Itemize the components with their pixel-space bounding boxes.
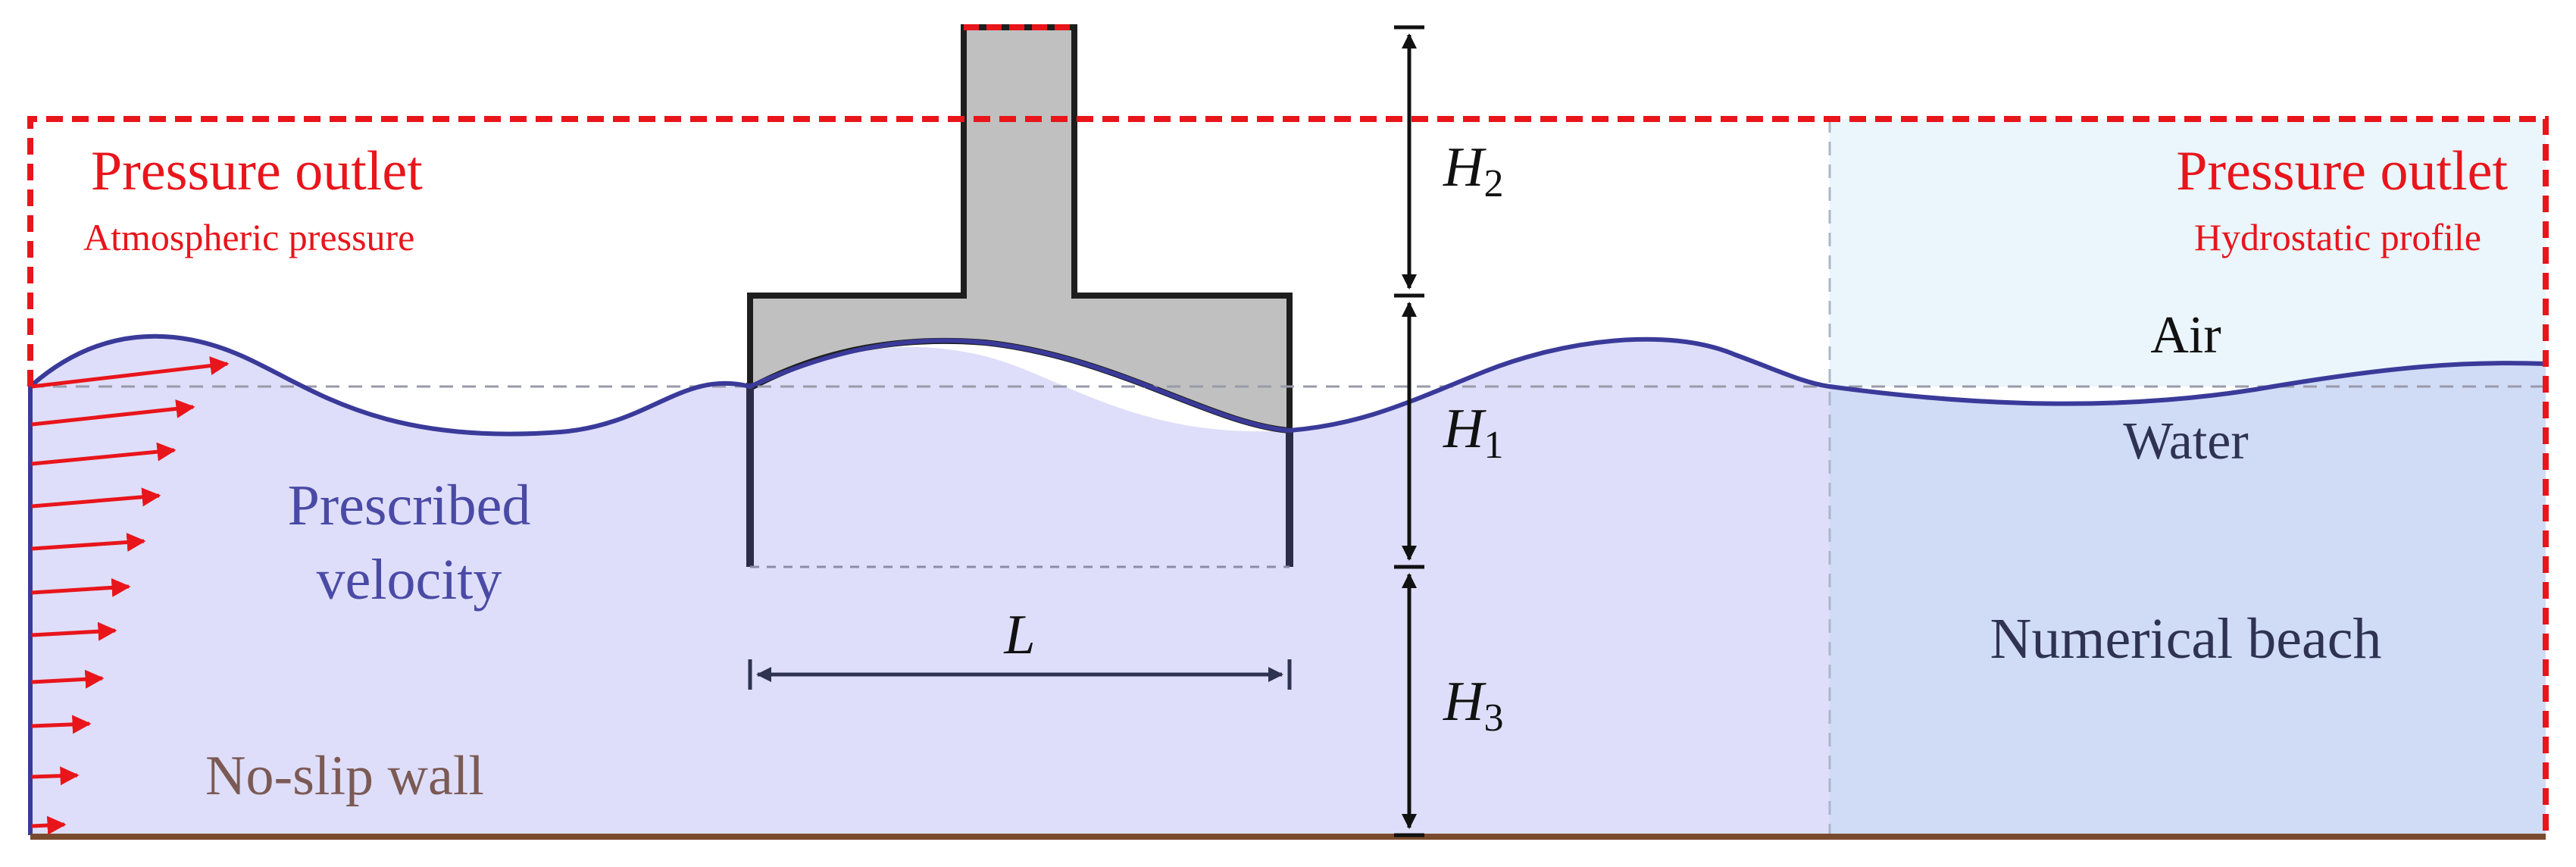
outlet-right-title: Pressure outlet (2176, 140, 2508, 202)
velocity-arrow (31, 356, 230, 389)
beach-label: Numerical beach (1990, 607, 2382, 671)
l-label: L (1003, 604, 1035, 666)
velocity-arrow (31, 577, 131, 597)
velocity-arrow (31, 766, 80, 786)
velocity-arrow (31, 621, 117, 641)
h3-label: H3 (1443, 671, 1503, 740)
velocity-arrow (31, 533, 146, 552)
dimension-lines (1394, 25, 1424, 837)
velocity-arrow (31, 487, 161, 509)
h1-subscript: 1 (1483, 424, 1503, 467)
h3-subscript: 3 (1483, 696, 1503, 740)
velocity-arrow (31, 715, 92, 734)
h1-base: H (1443, 398, 1487, 460)
air-label: Air (2150, 306, 2221, 365)
water-label: Water (2123, 412, 2248, 471)
inlet-label-line2: velocity (317, 548, 502, 612)
beach-water-region (1830, 363, 2546, 836)
free-surface-curve (29, 333, 2546, 437)
outlet-right-subtitle: Hydrostatic profile (2194, 216, 2481, 258)
velocity-arrow (31, 669, 105, 689)
water-region (30, 336, 1830, 835)
velocity-arrow (31, 442, 177, 466)
h1-label: H1 (1443, 398, 1503, 467)
outlet-left-title: Pressure outlet (91, 140, 423, 202)
h2-base: H (1443, 136, 1487, 199)
pressure-outlet-boundary (27, 116, 2549, 835)
h3-base: H (1443, 671, 1487, 733)
inlet-label-line1: Prescribed (288, 474, 531, 537)
beach-air-region (1830, 119, 2546, 387)
wall-label: No-slip wall (205, 745, 484, 807)
velocity-arrow (31, 815, 67, 835)
width-dimension (748, 659, 1292, 690)
outlet-left-subtitle: Atmospheric pressure (83, 216, 414, 258)
h2-subscript: 2 (1483, 162, 1503, 205)
inlet-velocity-arrows (31, 356, 230, 835)
h2-label: H2 (1443, 136, 1503, 205)
velocity-arrow (31, 399, 195, 427)
